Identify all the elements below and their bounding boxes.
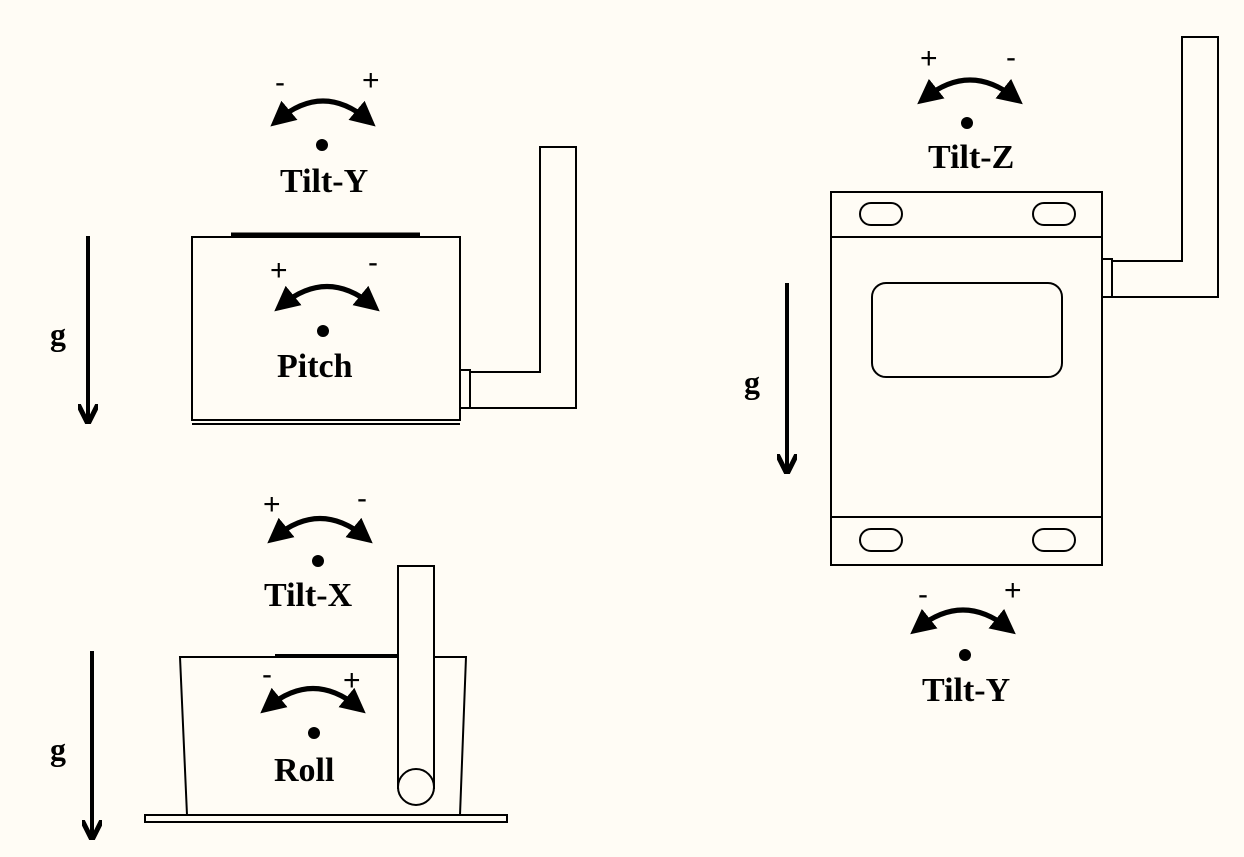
roll-pivot-dot — [308, 727, 320, 739]
top-left-view: - + Tilt-Y + - Pitch g — [50, 64, 577, 425]
tilt-y-minus-sign: - — [918, 578, 928, 611]
tilt-x-plus-sign: + — [263, 488, 281, 521]
tilt-y-label: Tilt-Y — [280, 163, 368, 200]
tilt-y-label: Tilt-Y — [922, 672, 1010, 709]
pitch-rotation-arrow — [274, 284, 380, 312]
tilt-z-label: Tilt-Z — [928, 139, 1014, 176]
tilt-y-rotation-arrow — [270, 98, 376, 127]
device-base-plate — [144, 814, 508, 823]
gravity-label: g — [50, 731, 66, 767]
tilt-x-label: Tilt-X — [264, 577, 353, 614]
tilt-y-plus-sign: + — [1004, 574, 1022, 607]
right-view: + - Tilt-Z - + Tilt-Y g — [744, 36, 1219, 709]
antenna-connector — [459, 369, 471, 409]
roll-label: Roll — [274, 752, 334, 789]
bottom-left-view: + - Tilt-X - + Roll g — [50, 482, 508, 836]
tilt-y-plus-sign: + — [362, 64, 380, 97]
roll-minus-sign: - — [262, 658, 272, 691]
roll-rotation-arrow — [260, 686, 366, 714]
antenna — [397, 565, 435, 789]
mounting-hole — [1032, 202, 1076, 226]
display-window — [871, 282, 1063, 378]
roll-plus-sign: + — [343, 664, 361, 697]
tilt-y-pivot-dot — [316, 139, 328, 151]
pitch-pivot-dot — [317, 325, 329, 337]
tilt-z-minus-sign: - — [1006, 41, 1016, 74]
mounting-hole — [859, 528, 903, 552]
antenna — [470, 146, 577, 409]
tilt-x-rotation-arrow — [267, 516, 373, 544]
mounting-hole — [1032, 528, 1076, 552]
antenna-connector — [1101, 258, 1113, 298]
device-body — [830, 191, 1103, 566]
tilt-x-minus-sign: - — [357, 482, 367, 515]
tilt-y-minus-sign: - — [275, 66, 285, 99]
tilt-z-pivot-dot — [961, 117, 973, 129]
gravity-label: g — [50, 316, 66, 352]
pitch-plus-sign: + — [270, 254, 288, 287]
antenna — [1112, 36, 1219, 298]
pitch-label: Pitch — [277, 348, 353, 385]
antenna-base — [397, 768, 435, 806]
tilt-y-pivot-dot — [959, 649, 971, 661]
tilt-z-plus-sign: + — [920, 42, 938, 75]
mounting-hole — [859, 202, 903, 226]
tilt-z-rotation-arrow — [917, 77, 1023, 105]
pitch-minus-sign: - — [368, 246, 378, 279]
tilt-x-pivot-dot — [312, 555, 324, 567]
tilt-y-rotation-arrow — [910, 607, 1016, 635]
gravity-label: g — [744, 364, 760, 400]
